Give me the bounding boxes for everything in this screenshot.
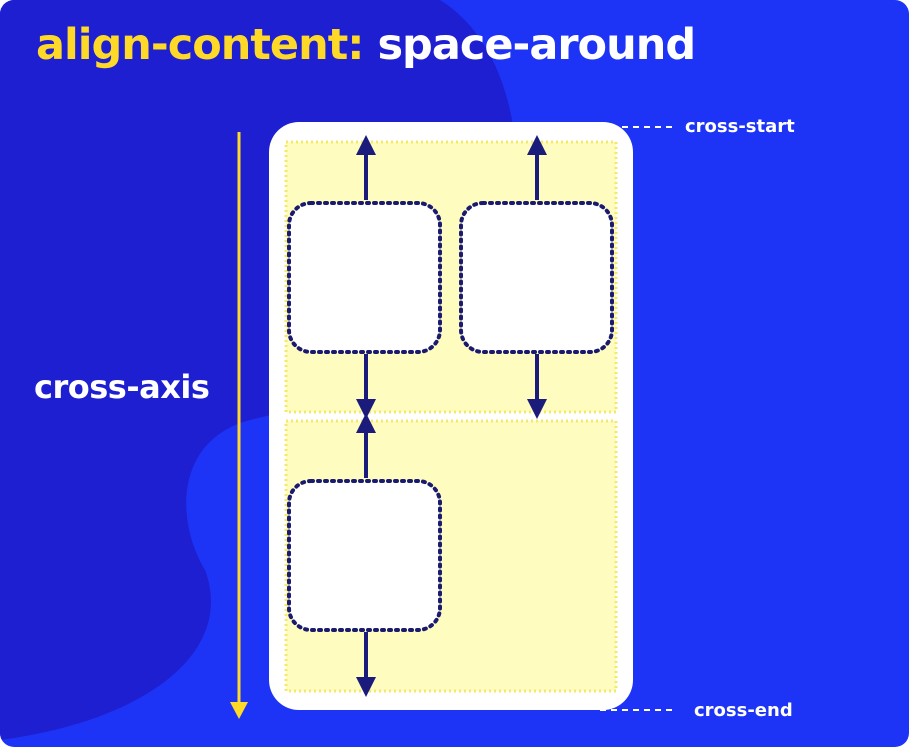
flex-item-2 (459, 201, 614, 354)
flex-item-1 (287, 201, 442, 354)
flex-item-3 (287, 479, 442, 632)
title-keyword: align-content (36, 20, 348, 70)
title-colon: : (347, 20, 364, 70)
cross-end-label: cross-end (694, 700, 793, 721)
title-value: space-around (363, 20, 696, 70)
page-title: align-content: space-around (36, 14, 696, 76)
cross-axis-label: cross-axis (34, 368, 210, 406)
cross-axis-arrow-icon (230, 132, 248, 719)
cross-start-label: cross-start (685, 116, 795, 137)
